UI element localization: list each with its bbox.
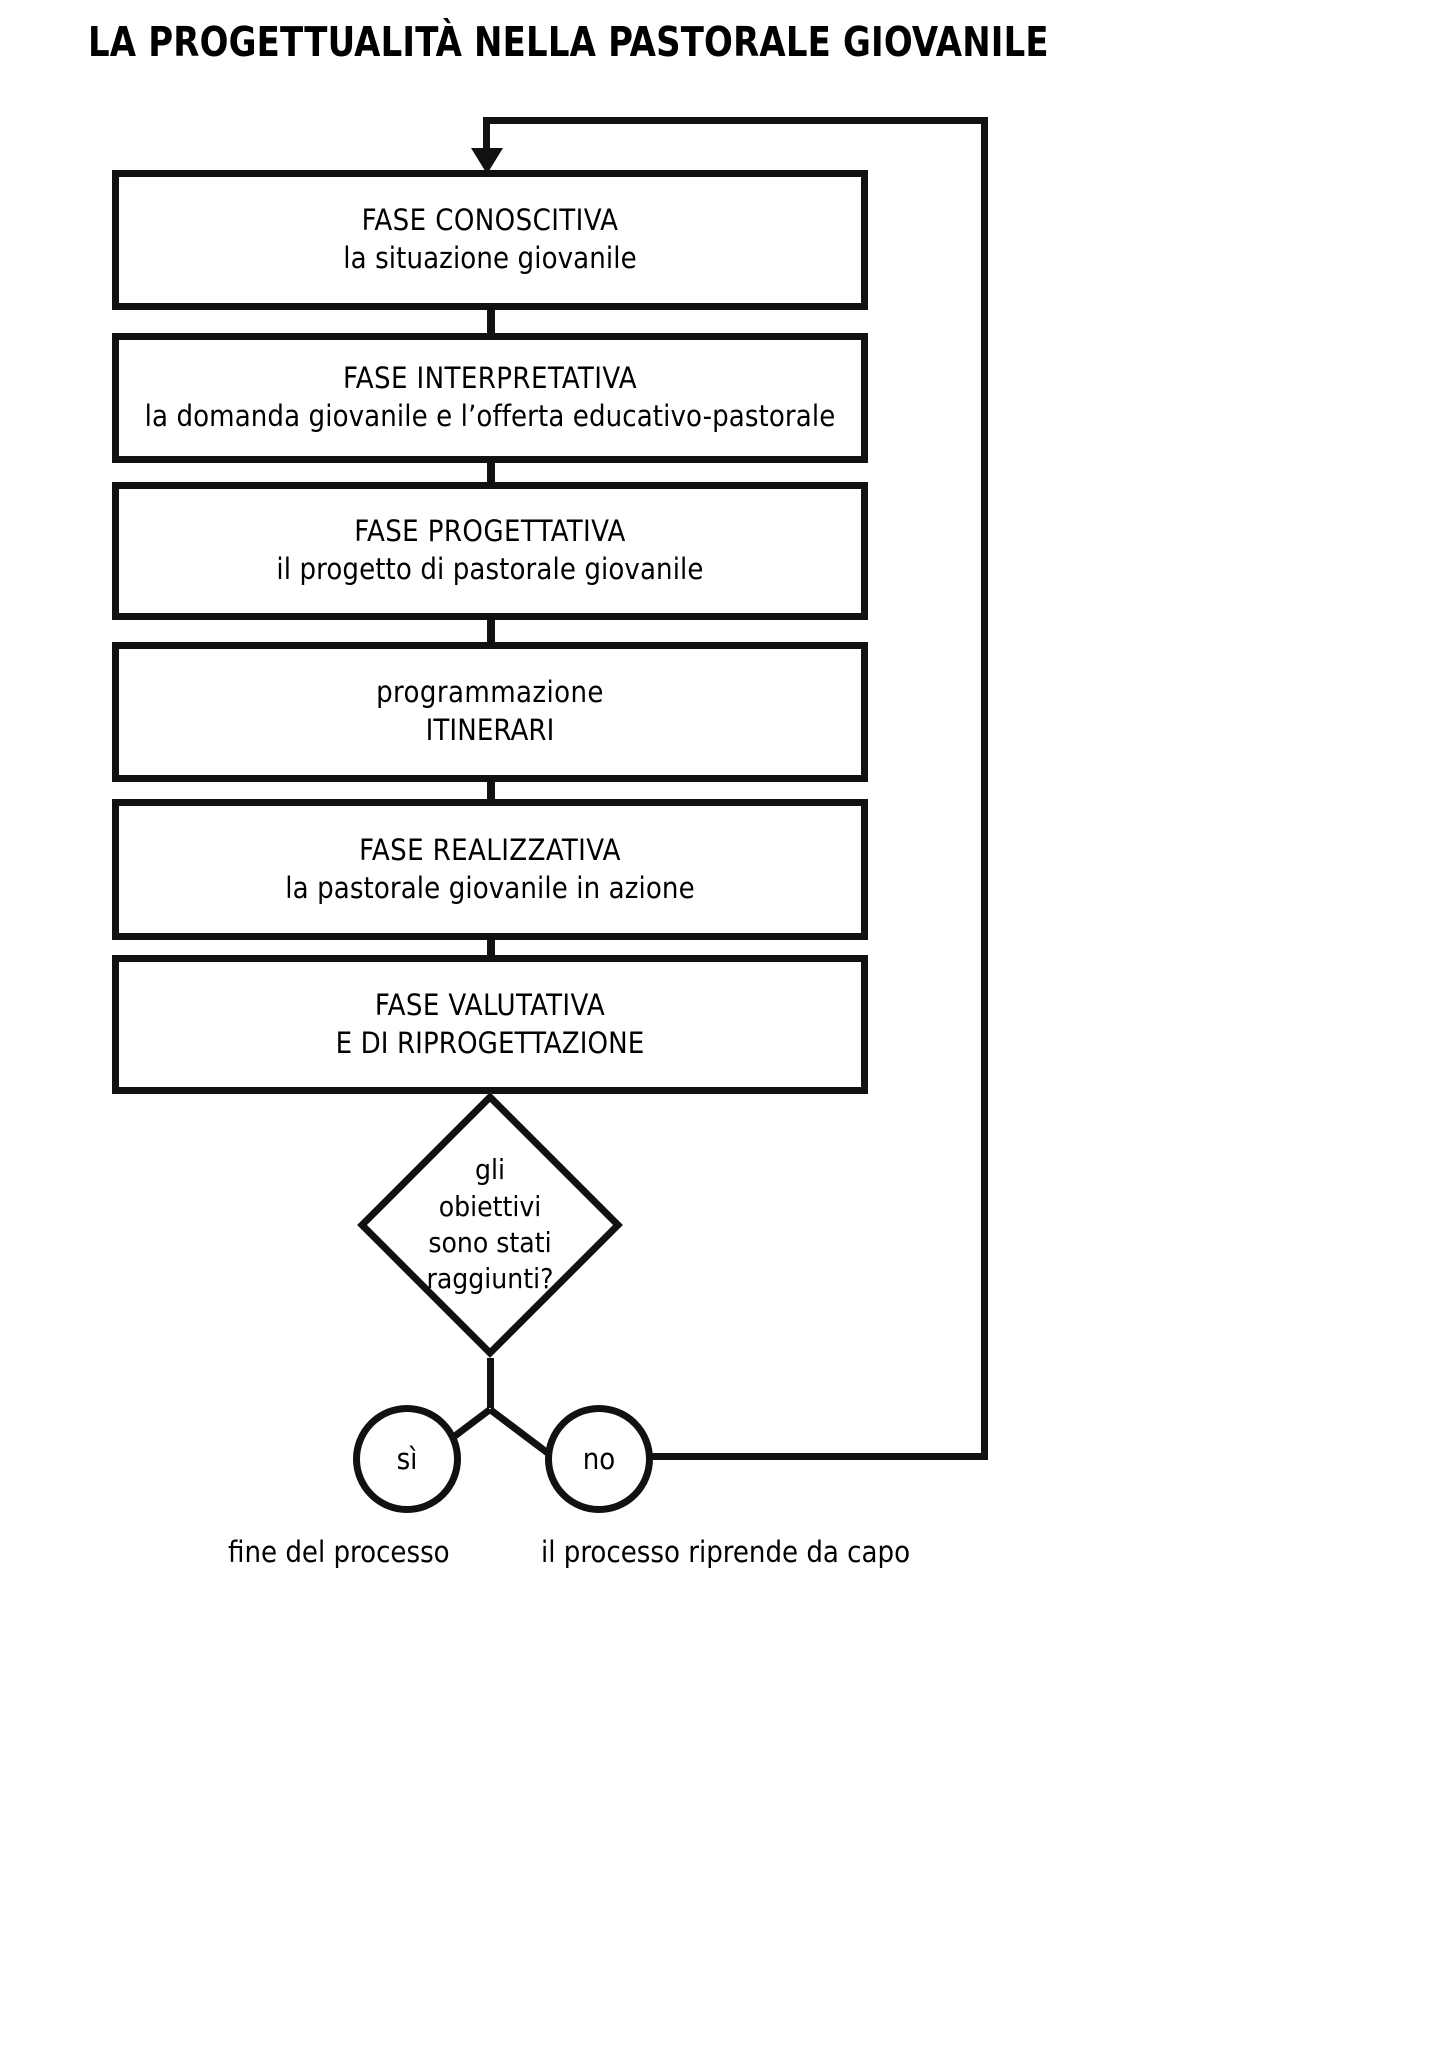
connector-box2-box3 [487,456,495,488]
diamond-line-2: obiettivi [438,1189,542,1223]
box-title: FASE REALIZZATIVA [359,832,621,867]
box-subtitle: il progetto di pastorale giovanile [276,552,704,586]
diamond-line-4: raggiunti? [426,1262,554,1296]
process-box-fase-conoscitiva: FASE CONOSCITIVA la situazione giovanile [112,170,868,310]
connector-box4-box5 [487,775,495,805]
page-title: LA PROGETTUALITÀ NELLA PASTORALE GIOVANI… [88,18,1049,66]
box-title: FASE INTERPRETATIVA [343,361,637,396]
box-title: FASE CONOSCITIVA [361,203,619,238]
terminal-label-si: sì [396,1442,418,1476]
box-title: programmazione [376,675,604,710]
box-title: FASE PROGETTATIVA [354,514,626,549]
connector-box1-box2 [487,303,495,339]
terminal-caption-si: fine del processo [228,1535,450,1569]
box-subtitle: la pastorale giovanile in azione [285,870,695,905]
box-subtitle: E DI RIPROGETTAZIONE [335,1025,645,1060]
terminal-circle-si: sì [353,1405,461,1513]
branch-stem [487,1358,494,1408]
loop-segment-right [981,117,988,1460]
connector-box3-box4 [487,613,495,648]
arrow-head-icon [471,148,503,174]
box-subtitle: la situazione giovanile [343,241,637,275]
process-box-fase-interpretativa: FASE INTERPRETATIVA la domanda giovanile… [112,333,868,463]
process-box-fase-realizzativa: FASE REALIZZATIVA la pastorale giovanile… [112,799,868,940]
terminal-label-no: no [582,1442,616,1476]
diamond-line-1: gli [475,1153,505,1187]
connector-box5-box6 [487,933,495,962]
box-title: FASE VALUTATIVA [374,987,606,1022]
box-subtitle: ITINERARI [425,713,555,747]
terminal-caption-no: il processo riprende da capo [541,1535,911,1569]
decision-diamond-obiettivi-raggiunti: gli obiettivi sono stati raggiunti? [357,1092,623,1358]
diamond-label: gli obiettivi sono stati raggiunti? [357,1092,623,1358]
process-box-fase-progettativa: FASE PROGETTATIVA il progetto di pastora… [112,482,868,620]
loop-segment-down [483,117,490,157]
diamond-line-3: sono stati [428,1226,552,1259]
box-subtitle: la domanda giovanile e l’offerta educati… [144,399,836,433]
loop-segment-bottom [652,1453,988,1460]
loop-segment-top [483,117,988,124]
process-box-fase-valutativa: FASE VALUTATIVA E DI RIPROGETTAZIONE [112,955,868,1094]
terminal-circle-no: no [545,1405,653,1513]
process-box-programmazione-itinerari: programmazione ITINERARI [112,642,868,782]
